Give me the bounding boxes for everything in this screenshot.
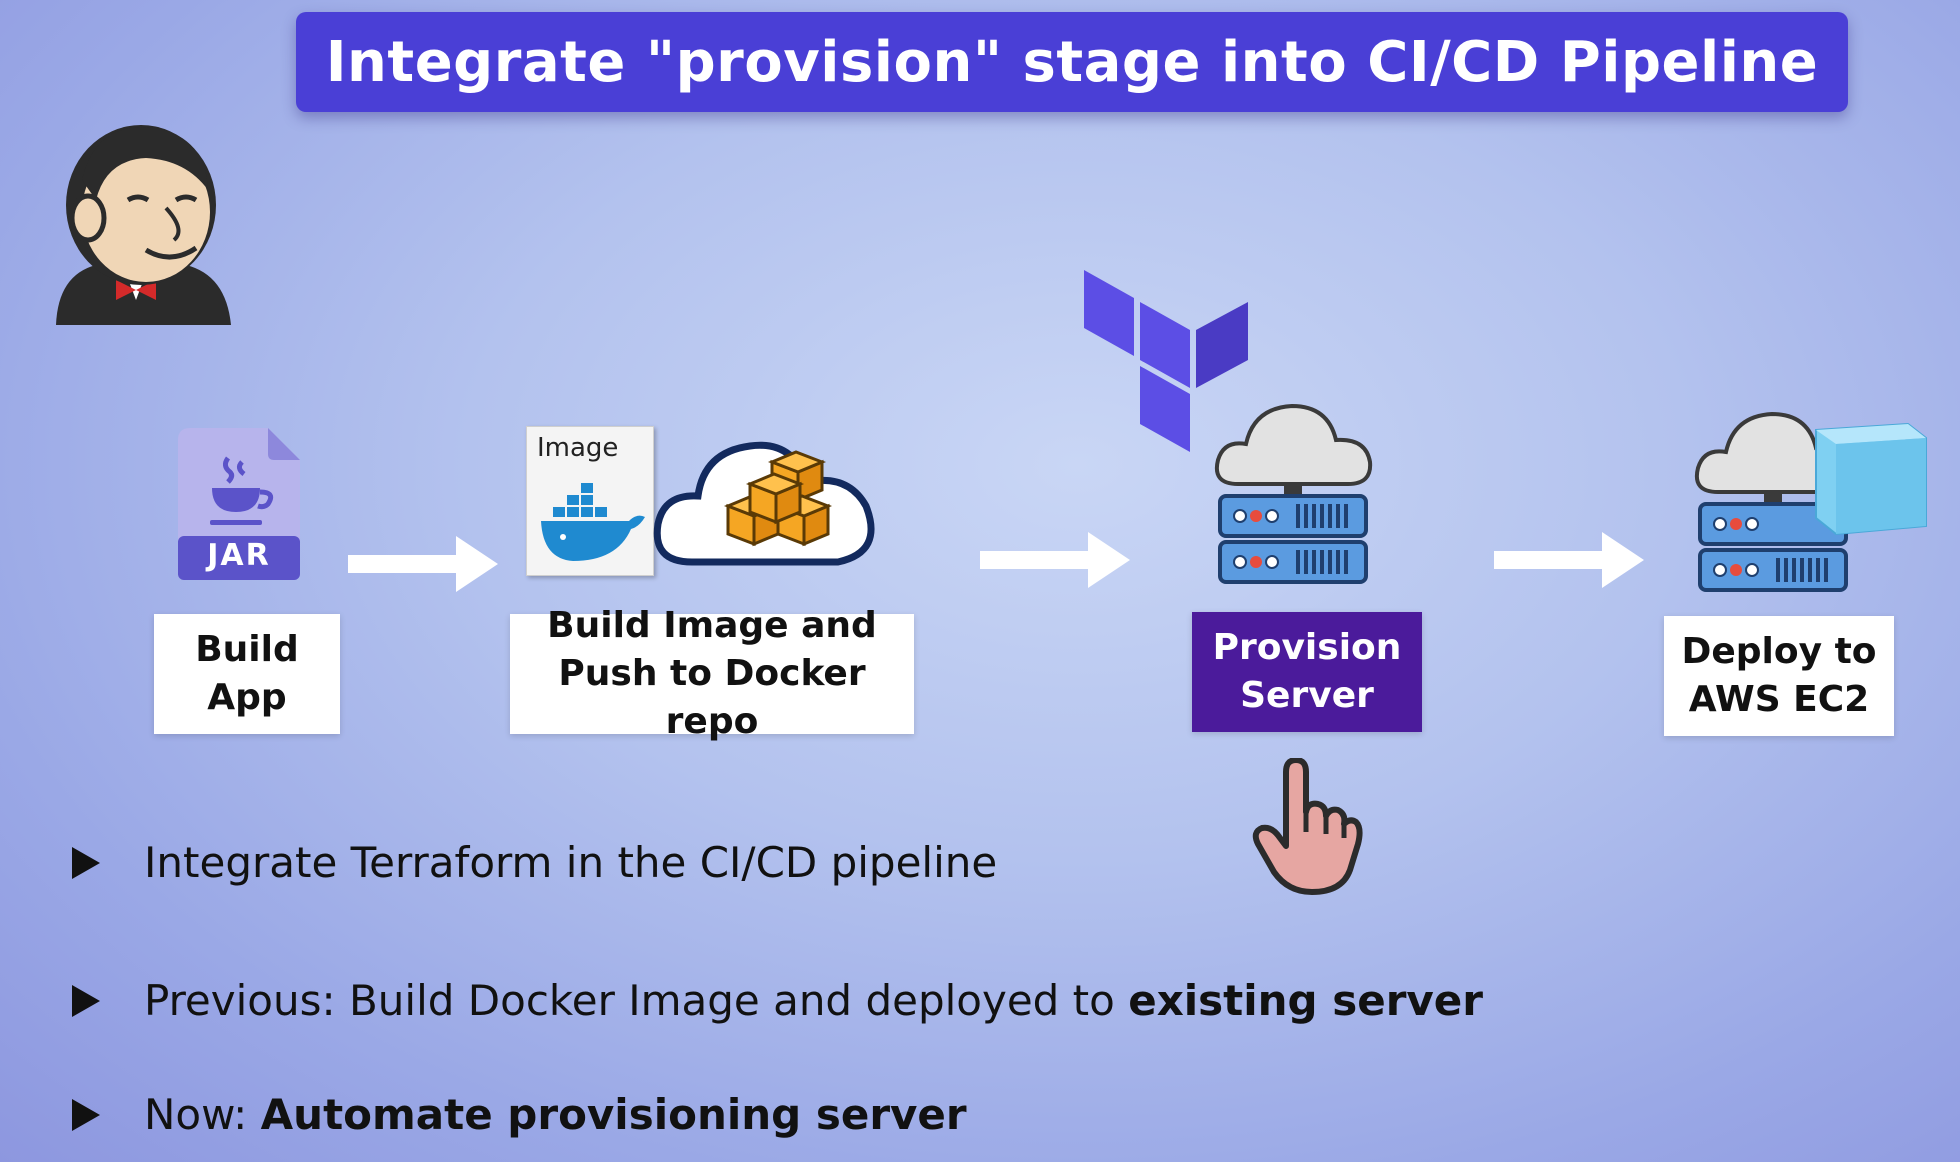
stage-label-line1: Build xyxy=(195,629,299,670)
stage-label-line2: App xyxy=(207,677,287,718)
arrow-right-icon xyxy=(348,536,498,592)
jenkins-logo-icon xyxy=(56,125,231,325)
bullet-text: Integrate Terraform in the CI/CD pipelin… xyxy=(144,838,998,887)
title-banner: Integrate "provision" stage into CI/CD P… xyxy=(296,12,1848,112)
stage-label-line1: Provision xyxy=(1212,627,1402,668)
bullet-bold-text: existing server xyxy=(1128,976,1484,1025)
hand-pointer-icon xyxy=(1252,758,1363,895)
arrow-right-icon xyxy=(980,532,1130,588)
bullet-item: Integrate Terraform in the CI/CD pipelin… xyxy=(72,838,997,887)
jar-file-icon: JAR xyxy=(178,428,300,580)
bullet-bold-text: Automate provisioning server xyxy=(260,1090,967,1139)
jar-label: JAR xyxy=(207,538,271,573)
cloud-registry-icon xyxy=(653,441,875,566)
bullet-text: Previous: Build Docker Image and deploye… xyxy=(144,976,1129,1025)
image-label: Image xyxy=(537,433,619,463)
cloud-server-icon xyxy=(1215,403,1373,584)
arrow-right-icon xyxy=(1494,532,1644,588)
stage-deploy-ec2[interactable]: Deploy to AWS EC2 xyxy=(1664,616,1894,736)
stage-provision-server[interactable]: Provision Server xyxy=(1192,612,1422,732)
page-title: Integrate "provision" stage into CI/CD P… xyxy=(325,29,1819,95)
bullet-text: Now: xyxy=(144,1090,261,1139)
stage-build-image[interactable]: Build Image and Push to Docker repo xyxy=(510,605,914,742)
stage-label-line2: Push to Docker repo xyxy=(558,653,866,742)
stage-label-line2: AWS EC2 xyxy=(1688,679,1870,720)
docker-whale-icon xyxy=(541,483,645,561)
docker-image-icon: Image xyxy=(526,426,654,576)
stage-build-app[interactable]: Build App xyxy=(154,614,340,734)
terraform-logo-icon xyxy=(1084,270,1248,452)
bullet-item: Now: Automate provisioning server xyxy=(72,1090,967,1139)
bullet-arrow-icon xyxy=(72,1098,100,1131)
cloud-server-ec2-icon xyxy=(1695,411,1927,592)
stage-label-line1: Deploy to xyxy=(1681,631,1877,672)
bullet-arrow-icon xyxy=(72,984,100,1017)
bullet-item: Previous: Build Docker Image and deploye… xyxy=(72,976,1483,1025)
stage-label-line1: Build Image and xyxy=(547,605,877,646)
bullet-arrow-icon xyxy=(72,846,100,879)
stage-label-line2: Server xyxy=(1240,675,1374,716)
